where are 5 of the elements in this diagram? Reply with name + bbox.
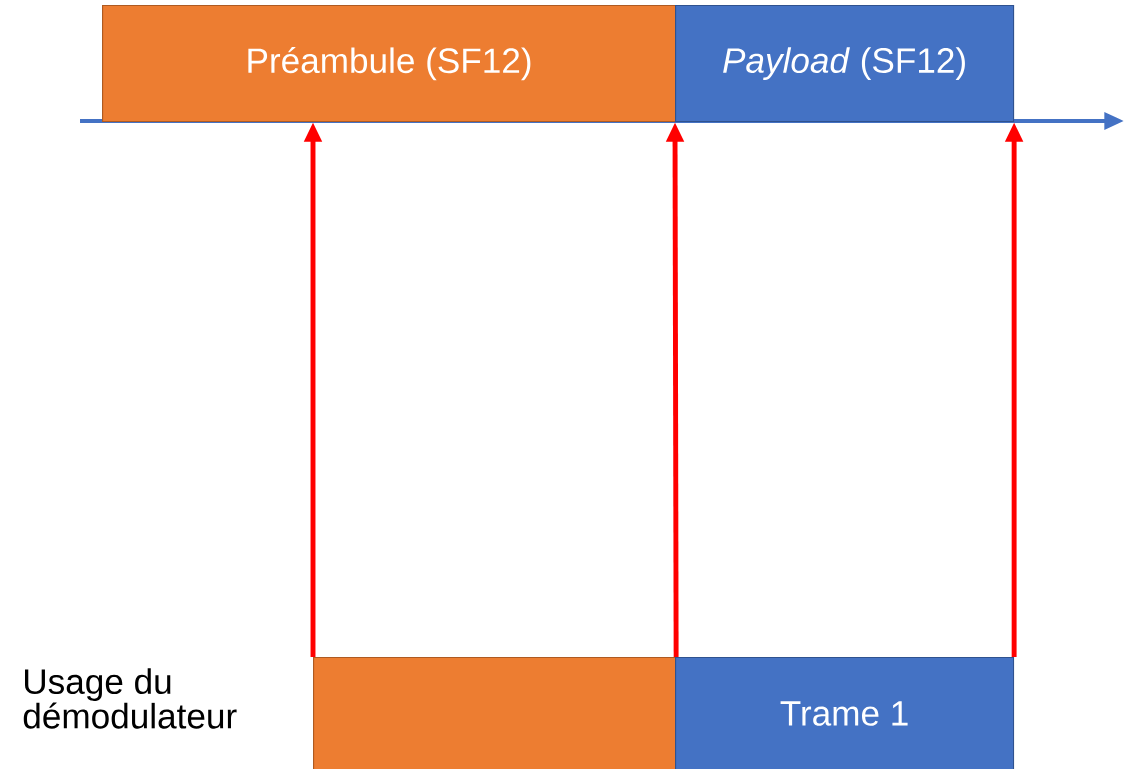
row-label: Usage du démodulateur [23, 668, 237, 729]
time-segment-box: Trame 1 [675, 657, 1015, 769]
time-segment-box [313, 657, 677, 769]
time-segment-box: Préambule (SF12) [102, 5, 677, 123]
time-segment-box: Payload (SF12) [675, 5, 1015, 123]
